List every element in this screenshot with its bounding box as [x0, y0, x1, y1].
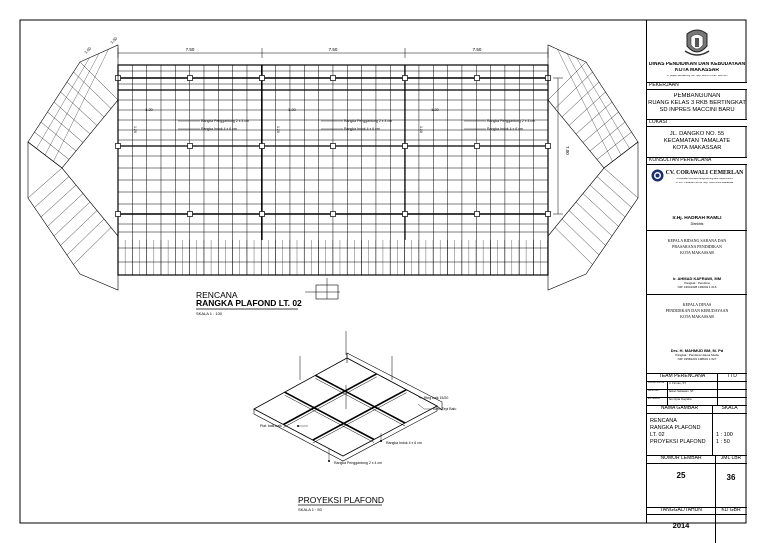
sheet-number: 25 [676, 471, 686, 480]
kd-gbr-label: KD GBR [721, 508, 741, 513]
plan-note-penggantung-3: Rangka Penggantung 2 x 4 cm [487, 119, 535, 123]
dim-small-2: 1.20 [288, 107, 297, 112]
team-role: ARSITEK [648, 390, 659, 392]
drawing-name-2: RANGKA PLAFOND [650, 425, 701, 431]
director-title: Direktris [690, 222, 704, 226]
kabid-rank: Pangkat : Pembina [684, 282, 710, 285]
label-ring-balk: Ring balk 15/20 [424, 396, 448, 400]
pekerjaan-label: PEKERJAAN [647, 83, 749, 89]
plan-note-induk-2: Rangka Induk 4 x 6 cm [344, 127, 380, 131]
dim-small-3: 1.20 [431, 107, 440, 112]
project-line-3: SD INPRES MACCINI BARU [659, 107, 735, 113]
ttd-label: TTD [727, 374, 737, 379]
projection-title: PROYEKSI PLAFOND [298, 495, 384, 505]
kabid-nip: NIP. 19641028 199003 1 016 [677, 286, 717, 289]
kabid-title-1: KEPALA BIDANG SARANA DAN [667, 239, 727, 243]
team-member-name: Ir. Firman, ST [669, 382, 686, 385]
consultant-firm-name: CV. CORAWALI CEMERLAN [665, 170, 744, 176]
kadis-title-3: KOTA MAKASSAR [680, 315, 714, 319]
sheet-border [19, 19, 747, 524]
kabid-title-2: PRASARANA PENDIDIKAN [672, 245, 722, 249]
dim-small-1: 1.20 [145, 107, 154, 112]
plan-title-line-1: RENCANA [196, 290, 238, 300]
kadis-nip: NIP. 19581231 198601 1 027 [677, 358, 717, 361]
ceiling-frame-plan [115, 48, 563, 276]
year: 2014 [672, 522, 690, 530]
nama-gambar-label: NAMA GAMBAR [660, 406, 699, 411]
konsultan-label: KONSULTAN PERENCANA [647, 158, 749, 164]
skala-label: SKALA [721, 406, 738, 411]
label-rangka-penggantung: Rangka Penggantung 2 x 4 cm [334, 461, 382, 465]
location-line-2: KECAMATAN TAMALATE [663, 138, 731, 144]
dim-bay-3: 7.50 [473, 47, 482, 52]
team-label: TEAM PERENCANA [658, 374, 706, 379]
project-line-1: PEMBANGUNAN [673, 93, 721, 99]
dim-side-3: 1.20 [419, 126, 423, 133]
dim-side-2: 1.20 [276, 126, 280, 133]
kadis-name: Drs. H. MAHMUD BM, M. Pd [670, 349, 724, 353]
director-name: Ir.Hj. HADRAH RAMLI [672, 216, 722, 221]
drawing-name-3: LT. 02 [650, 432, 665, 438]
agency-address: Jl. Letjen Hertasning No. Telp. 880-675 … [666, 75, 728, 77]
drawing-scale-1: 1 : 100 [716, 432, 733, 438]
dim-bay-1: 7.50 [186, 47, 195, 52]
right-eave-wing [547, 44, 639, 291]
ceiling-projection-isometric [253, 331, 443, 462]
drawing-scale-2: 1 : 50 [716, 439, 730, 445]
nomor-lembar-label: NOMOR LEMBAR [660, 456, 702, 461]
kadis-rank: Pangkat : Pembina Utama Muda [675, 354, 719, 357]
dim-depth: 7.00 [565, 146, 570, 155]
tanggal-label: TANGGAL/TAHUN [660, 508, 702, 513]
team-role: KONSTRUKSI [648, 382, 665, 384]
title-block: DINAS PENDIDIKAN DAN KEBUDAYAAN KOTA MAK… [646, 20, 749, 543]
consultant-logo [651, 169, 664, 182]
plan-scale: SKALA 1 : 100 [196, 311, 223, 316]
label-rangka-induk: Rangka Induk 4 x 6 cm [386, 441, 422, 445]
location-line-3: KOTA MAKASSAR [672, 145, 722, 151]
kabid-name: Ir. AHMAD KAFRAWI, MM [672, 277, 722, 281]
drawing-name-4: PROYEKSI PLAFOND [650, 439, 706, 445]
agency-city: KOTA MAKASSAR [675, 68, 719, 73]
consultant-firm-sub-1: Consultan Architect Engineering and Supe… [676, 178, 733, 180]
plan-note-induk-1: Rangka Induk 4 x 6 cm [201, 127, 237, 131]
dim-eave-1: 1.50 [109, 35, 119, 45]
sheet-total: 36 [726, 473, 736, 482]
agency-name: DINAS PENDIDIKAN DAN KEBUDAYAAN [648, 62, 746, 67]
lokasi-label: LOKASI [647, 120, 749, 126]
plan-title-line-2: RANGKA PLAFOND LT. 02 [196, 298, 302, 308]
projection-scale: SKALA 1 : 50 [298, 507, 323, 512]
team-member-name: Iko Cipta Nugraha [669, 398, 692, 401]
label-plat-balk: Plat. balk balk [260, 424, 282, 428]
kadis-title-1: KEPALA DINAS [682, 303, 712, 307]
plan-note-penggantung-2: Rangka Penggantung 2 x 4 cm [344, 119, 392, 123]
consultant-firm-sub-2: Jl. A.P. Pettarani No.43 Telp. 0411-4563… [675, 182, 734, 184]
dim-side-1: 1.20 [133, 126, 137, 133]
kadis-title-2: PENDIDIKAN DAN KEBUDAYAAN [665, 309, 729, 313]
project-line-2: RUANG KELAS 3 RKB BERTINGKAT [648, 100, 746, 106]
team-member-name: Ikwan Setiawan, ST [669, 390, 694, 393]
kabid-title-3: KOTA MAKASSAR [680, 251, 714, 255]
dim-bay-2: 7.50 [329, 47, 338, 52]
location-line-1: JL. DANGKO NO. 55 [669, 131, 725, 137]
plan-grid [117, 65, 549, 275]
plan-note-penggantung-1: Rangka Penggantung 2 x 4 cm [201, 119, 249, 123]
team-role: ESTIMASI [648, 398, 660, 400]
city-emblem-logo [684, 29, 710, 56]
jml-lbr-label: JML LBR [720, 456, 742, 461]
dim-eave-2: 1.00 [83, 45, 93, 55]
left-eave-wing [27, 44, 119, 291]
drawing-name-1: RENCANA [650, 418, 677, 424]
label-list-tepi: Klem Tepi Balu [433, 407, 456, 411]
plan-note-induk-3: Rangka Induk 4 x 6 cm [487, 127, 523, 131]
